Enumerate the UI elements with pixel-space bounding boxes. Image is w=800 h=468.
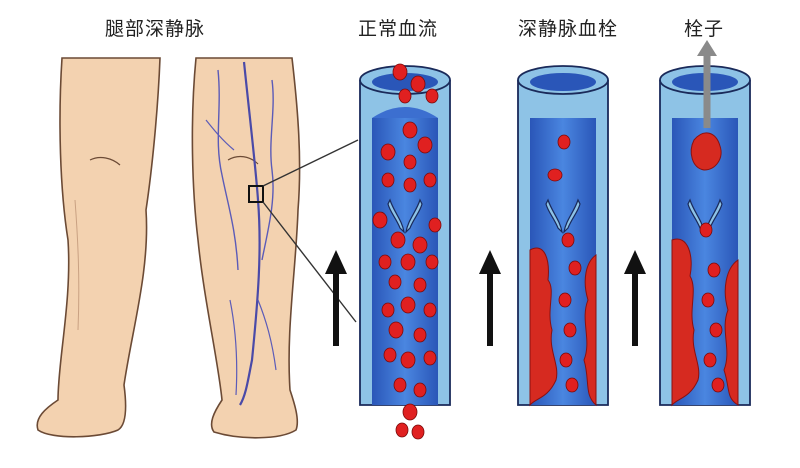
left-calf-line [74, 199, 80, 331]
vein-branch-3 [205, 119, 235, 151]
right-leg-shape [191, 57, 301, 439]
vein-branch-5 [229, 299, 238, 396]
vessel-embolus [659, 40, 751, 407]
valve-flap-right [563, 198, 581, 234]
thrombus-right [583, 254, 597, 407]
vessel-normal [359, 63, 451, 440]
blood-cells [699, 222, 725, 393]
normal-flow-title: 正常血流 [358, 18, 439, 40]
valve-flap-left [545, 198, 563, 234]
vein-branch-2 [261, 79, 274, 261]
blood-cells [547, 134, 582, 393]
right-leg [191, 57, 359, 439]
up-arrow-icon [479, 250, 501, 346]
thrombus-left [671, 238, 700, 407]
zoom-line-top [262, 139, 359, 187]
legs-title: 腿部深静脉 [105, 18, 206, 40]
thrombus-right [723, 259, 739, 406]
zoom-line-bottom [262, 201, 357, 323]
thrombus-left [529, 247, 558, 407]
left-leg [36, 57, 161, 438]
dvt-title: 深静脉血栓 [518, 18, 619, 40]
vein-branch-1 [217, 69, 239, 271]
vessel-dvt [517, 65, 609, 407]
vessel-opening [530, 73, 596, 91]
blood-cells [372, 63, 442, 440]
valve-flap-left [387, 198, 405, 234]
up-arrow-icon [624, 250, 646, 346]
right-knee-crease [227, 155, 259, 165]
embolus-arrow-head [697, 40, 717, 56]
vein-branch-4 [257, 299, 277, 371]
zoom-square-marker-icon [248, 185, 264, 203]
flow-arrows [325, 250, 646, 346]
main-vein [239, 61, 261, 406]
left-leg-shape [36, 57, 161, 438]
up-arrow-icon [325, 250, 347, 346]
embolus-title: 栓子 [684, 18, 725, 40]
valve-flap-right [405, 198, 423, 234]
embolus-clot [690, 132, 722, 171]
left-knee-crease [89, 156, 121, 166]
